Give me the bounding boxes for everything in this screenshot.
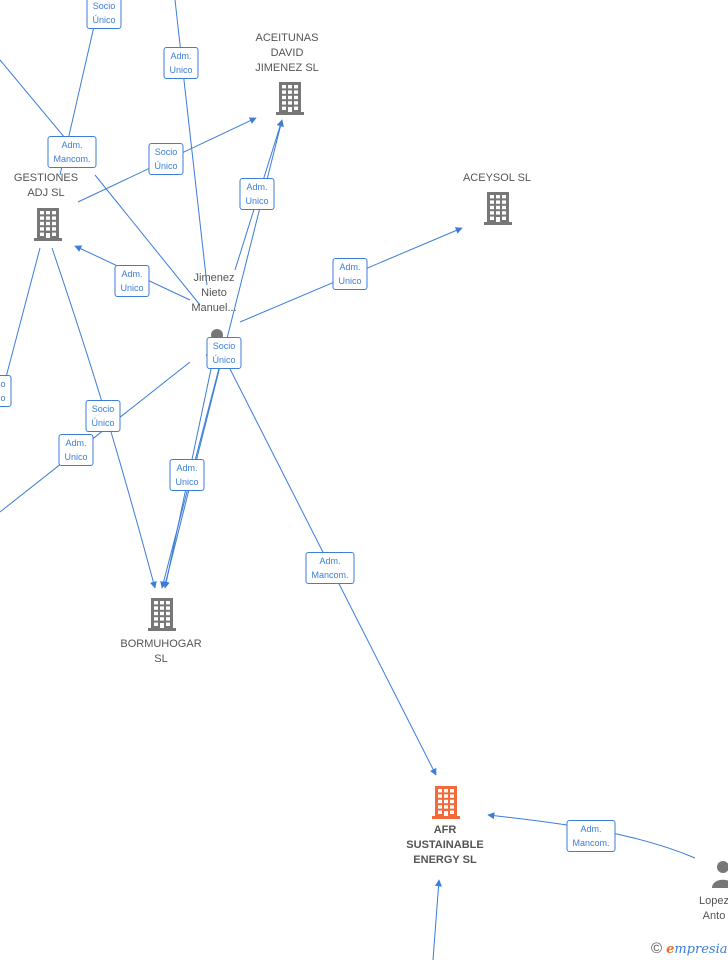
empresia-brand: ©empresia xyxy=(651,940,727,957)
edge-label[interactable]: Adm. Mancom. xyxy=(47,136,97,168)
node-label-bormuhogar[interactable]: BORMUHOGAR SL xyxy=(120,638,202,665)
building-icon[interactable] xyxy=(276,82,304,115)
edge-bottom-to-afr xyxy=(432,879,443,960)
edge-label[interactable]: Adm. Unico xyxy=(332,258,368,290)
building-icon[interactable] xyxy=(34,208,62,241)
building-icon[interactable] xyxy=(484,192,512,225)
brand-initial: e xyxy=(666,942,675,957)
building-icon[interactable] xyxy=(148,598,176,631)
person-icon[interactable] xyxy=(712,861,728,888)
node-label-lopez[interactable]: Lopez Anto xyxy=(699,895,728,922)
edge-label[interactable]: Adm. Unico xyxy=(163,47,199,79)
edge-label[interactable]: Adm. Unico xyxy=(58,434,94,466)
node-label-aceitunas[interactable]: ACEITUNAS DAVID JIMENEZ SL xyxy=(255,32,319,74)
edge-label[interactable]: Adm. Mancom. xyxy=(566,820,616,852)
edge-label[interactable]: Adm. Unico xyxy=(239,178,275,210)
edge-label[interactable]: Adm. Mancom. xyxy=(305,552,355,584)
edge-label[interactable]: Adm. Unico xyxy=(169,459,205,491)
node-label-afr[interactable]: AFR SUSTAINABLE ENERGY SL xyxy=(406,824,484,866)
brand-name: mpresia xyxy=(674,942,728,957)
node-label-jimenez[interactable]: Jimenez Nieto Manuel... xyxy=(191,272,237,314)
edge-label[interactable]: Socio Único xyxy=(86,0,122,29)
building-icon-highlight[interactable] xyxy=(432,786,460,819)
edge-jimenez-left-down xyxy=(0,361,191,513)
copyright-symbol: © xyxy=(651,940,663,957)
node-label-gestiones[interactable]: GESTIONES ADJ SL xyxy=(13,172,79,199)
edge-label[interactable]: o o xyxy=(0,375,12,407)
edge-left-to-gestiones xyxy=(0,59,76,151)
edge-label[interactable]: Socio Único xyxy=(148,143,184,175)
node-label-aceysol[interactable]: ACEYSOL SL xyxy=(462,172,532,184)
edge-label[interactable]: Adm. Unico xyxy=(114,265,150,297)
edge-mancom-to-jimenez xyxy=(94,174,201,306)
edge-gestiones-left-down xyxy=(0,247,41,401)
edge-label[interactable]: Socio Único xyxy=(85,400,121,432)
edge-label[interactable]: Socio Único xyxy=(206,337,242,369)
